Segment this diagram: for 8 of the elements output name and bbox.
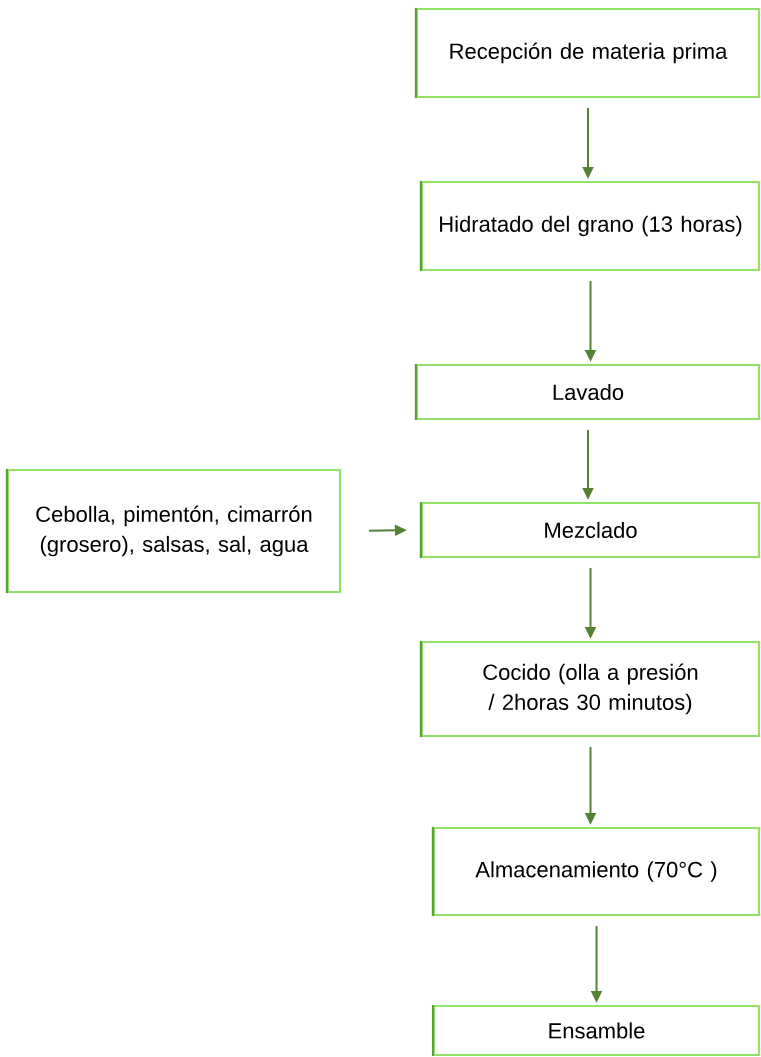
process-box: Ensamble [431,1004,761,1057]
process-box: Hidratado del grano (13 horas) [419,180,761,272]
process-box: Lavado [414,363,761,421]
process-box: Mezclado [419,501,761,559]
process-box: Cebolla, pimentón, cimarrón (grosero), salsas, sal, agua [5,468,342,594]
process-box: Recepción de materia prima [414,7,761,99]
process-box: Almacenamiento (70°C ) [431,826,761,917]
process-box: Cocido (olla a presión / 2horas 30 minutos) [419,640,761,738]
